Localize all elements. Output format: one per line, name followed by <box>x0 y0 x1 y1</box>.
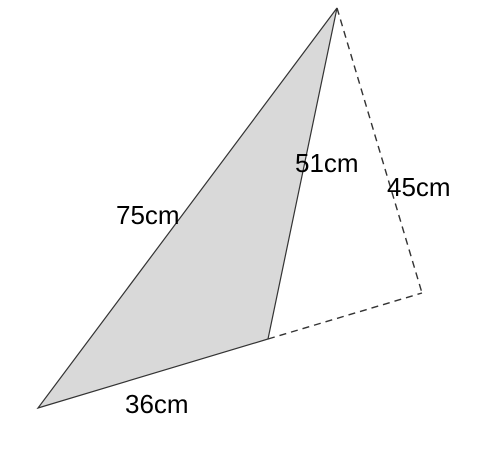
label-45cm: 45cm <box>387 172 451 202</box>
label-36cm: 36cm <box>125 389 189 419</box>
label-75cm: 75cm <box>116 200 180 230</box>
label-51cm: 51cm <box>295 148 359 178</box>
dashed-right-side <box>336 7 423 294</box>
dashed-base-extension <box>267 292 423 340</box>
shaded-triangle <box>36 7 338 410</box>
